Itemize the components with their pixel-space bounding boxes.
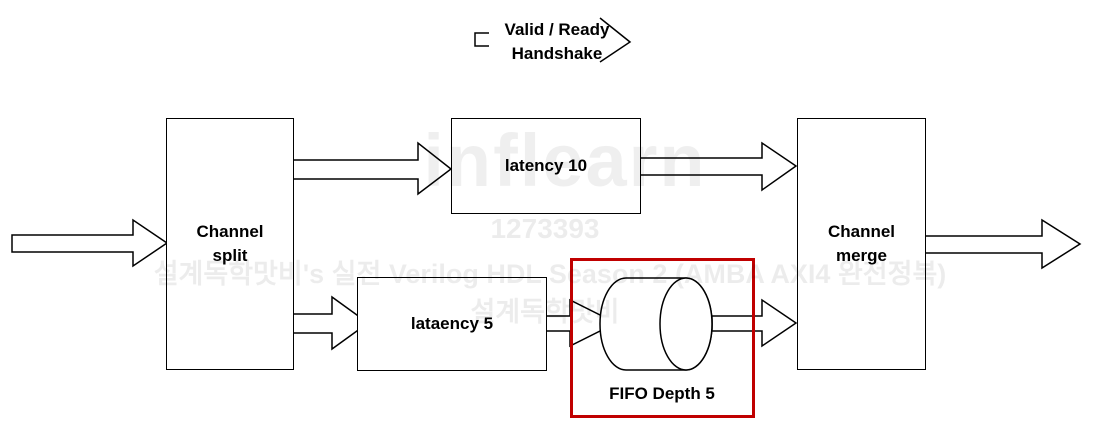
- channel-merge-block: Channel merge: [797, 118, 926, 370]
- legend-arrowhead: [599, 17, 632, 63]
- output-arrow: [924, 218, 1082, 270]
- legend-line1: Valid / Ready: [504, 20, 610, 39]
- legend-line2: Handshake: [511, 44, 603, 63]
- latency10-label: latency 10: [504, 156, 588, 175]
- input-arrow: [11, 218, 169, 268]
- split-line1: Channel: [196, 222, 264, 241]
- arrow-split-to-latency10: [292, 141, 453, 196]
- arrow-latency10-to-merge: [639, 141, 798, 192]
- legend-arrow-icon: [474, 32, 489, 47]
- fifo-label: FIFO Depth 5: [609, 384, 715, 403]
- arrow-split-to-latency5: [292, 295, 370, 351]
- merge-line1: Channel: [827, 222, 896, 241]
- legend-label: Valid / Ready Handshake: [497, 18, 617, 66]
- latency5-label: lataency 5: [410, 314, 494, 333]
- fifo-highlight-frame: [570, 258, 755, 418]
- channel-split-block: Channel split: [166, 118, 294, 370]
- split-line2: split: [212, 246, 248, 265]
- latency5-block: lataency 5: [357, 277, 547, 371]
- merge-line2: merge: [835, 246, 888, 265]
- fifo-cylinder-icon: [599, 277, 713, 371]
- latency10-block: latency 10: [451, 118, 641, 214]
